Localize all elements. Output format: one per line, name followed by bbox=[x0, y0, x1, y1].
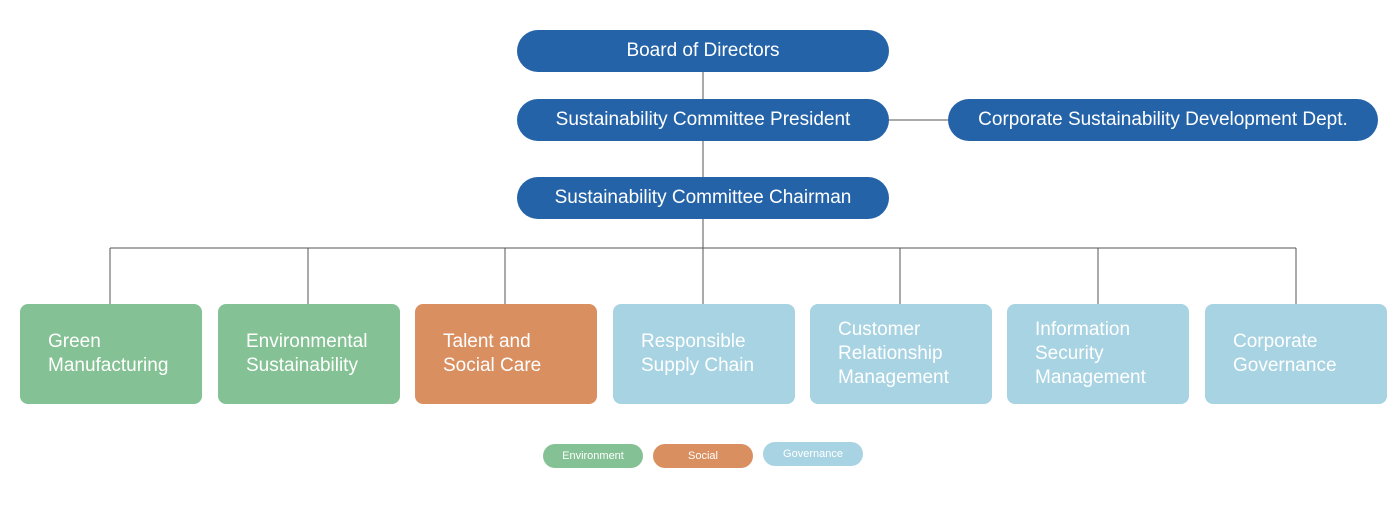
committee-box: Corporate Governance bbox=[1205, 304, 1387, 404]
legend-governance: Governance bbox=[763, 442, 863, 466]
sustainability-department-node: Corporate Sustainability Development Dep… bbox=[948, 99, 1378, 141]
committee-box-line: Customer bbox=[838, 319, 921, 340]
legend-environment: Environment bbox=[543, 444, 643, 468]
committee-box: Environmental Sustainability bbox=[218, 304, 400, 404]
committee-president-node: Sustainability Committee President bbox=[517, 99, 889, 141]
committee-box: Green Manufacturing bbox=[20, 304, 202, 404]
committee-box-line: Information bbox=[1035, 319, 1131, 340]
committee-box-line: Talent and bbox=[443, 331, 531, 352]
committee-box-line: Responsible bbox=[641, 331, 746, 352]
committee-box: Responsible Supply Chain bbox=[613, 304, 795, 404]
committee-box-line: Supply Chain bbox=[641, 355, 755, 376]
committee-chairman-node: Sustainability Committee Chairman bbox=[517, 177, 889, 219]
committee-box-line: Management bbox=[1035, 367, 1146, 388]
committee-box-line: Corporate bbox=[1233, 331, 1318, 352]
legend-social: Social bbox=[653, 444, 753, 468]
committee-box-line: Security bbox=[1035, 343, 1104, 364]
committee-box-line: Manufacturing bbox=[48, 355, 169, 376]
committee-box-line: Green bbox=[48, 331, 101, 352]
committee-box-line: Relationship bbox=[838, 343, 943, 364]
committee-box: Talent and Social Care bbox=[415, 304, 597, 404]
committee-box: Customer Relationship Management bbox=[810, 304, 992, 404]
committee-box-line: Environmental bbox=[246, 331, 368, 352]
committee-box: Information Security Management bbox=[1007, 304, 1189, 404]
committee-box-line: Sustainability bbox=[246, 355, 358, 376]
committee-box-line: Governance bbox=[1233, 355, 1337, 376]
committee-box-line: Social Care bbox=[443, 355, 542, 376]
committee-box-line: Management bbox=[838, 367, 949, 388]
board-of-directors-node: Board of Directors bbox=[517, 30, 889, 72]
